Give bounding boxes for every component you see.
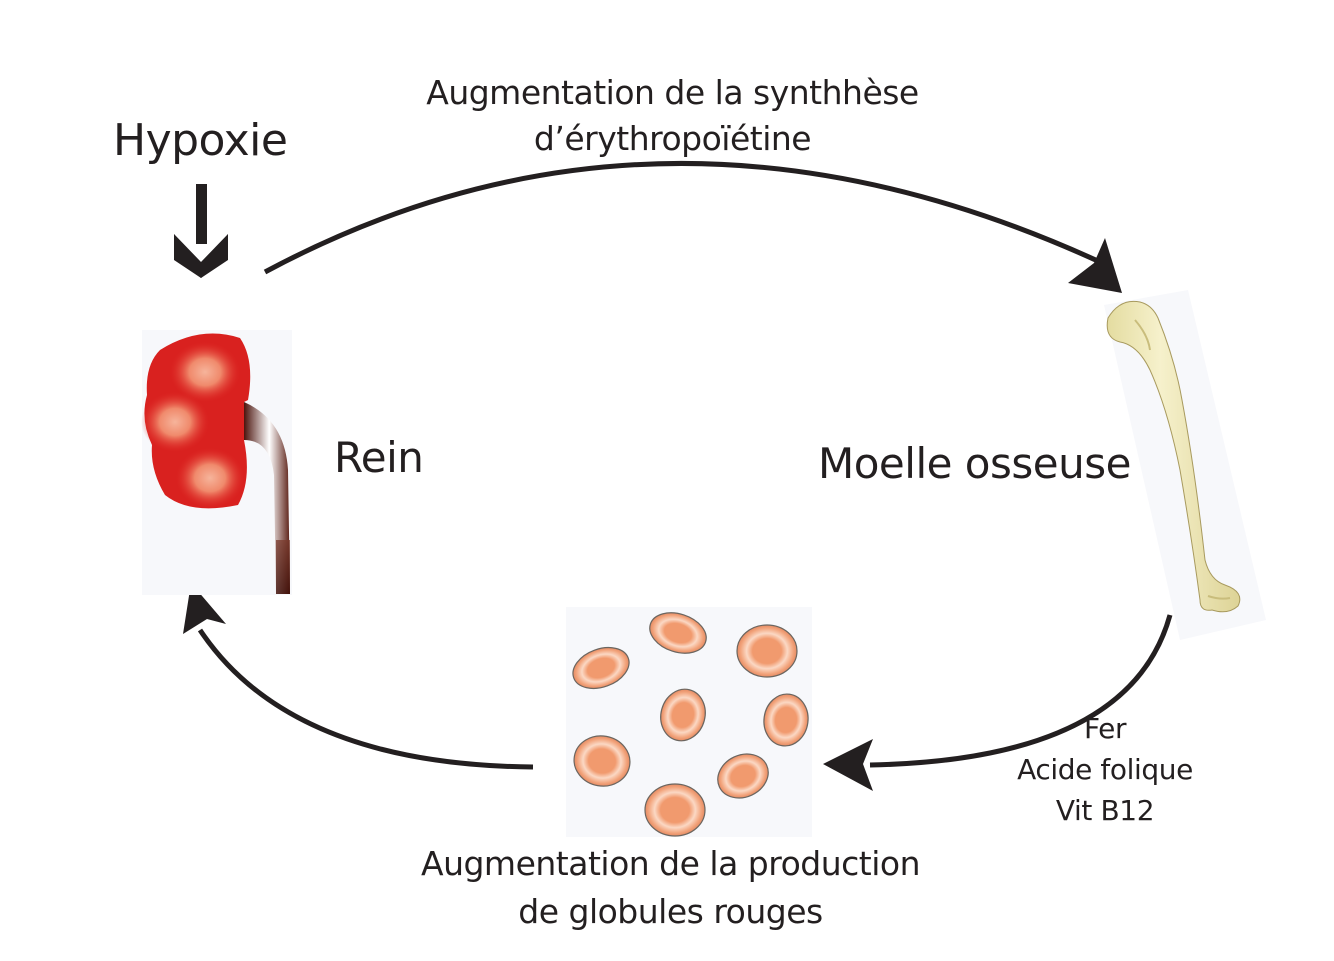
nutrients-list: Fer Acide folique Vit B12 (1000, 708, 1210, 831)
edge-label-rbc-production: Augmentation de la production de globule… (388, 840, 953, 936)
red-blood-cell (572, 646, 630, 690)
node-label-bone-marrow: Moelle osseuse (818, 439, 1131, 488)
edge-label-line-2: d’érythropoïétine (533, 119, 812, 158)
stimulus-label: Hypoxie (113, 115, 288, 166)
red-blood-cell (644, 783, 706, 837)
red-blood-cell (660, 688, 706, 742)
edge-label-line-1: Augmentation de la synthhèse (426, 73, 919, 112)
edge-label-line-2: de globules rouges (518, 892, 823, 931)
red-blood-cell (573, 735, 631, 787)
node-label-kidney: Rein (334, 433, 424, 482)
red-blood-cell (736, 624, 798, 678)
edge-label-line-1: Augmentation de la production (421, 844, 920, 883)
down-arrow-icon (174, 184, 228, 278)
edge-label-epo-synthesis: Augmentation de la synthhèse d’érythropo… (400, 70, 945, 162)
bone-illustration (1104, 290, 1266, 640)
arrow-cells-to-kidney (183, 583, 534, 770)
red-blood-cell (649, 612, 707, 654)
nutrient-item: Fer (1083, 712, 1127, 745)
red-blood-cell (717, 753, 769, 799)
kidney-illustration (141, 330, 292, 595)
arrow-kidney-to-bone (263, 161, 1122, 293)
arrow-bone-to-cells (823, 614, 1173, 791)
red-blood-cells-illustration (566, 607, 812, 837)
nutrient-item: Vit B12 (1055, 794, 1155, 827)
nutrient-item: Acide folique (1017, 753, 1193, 786)
red-blood-cell (763, 693, 809, 747)
